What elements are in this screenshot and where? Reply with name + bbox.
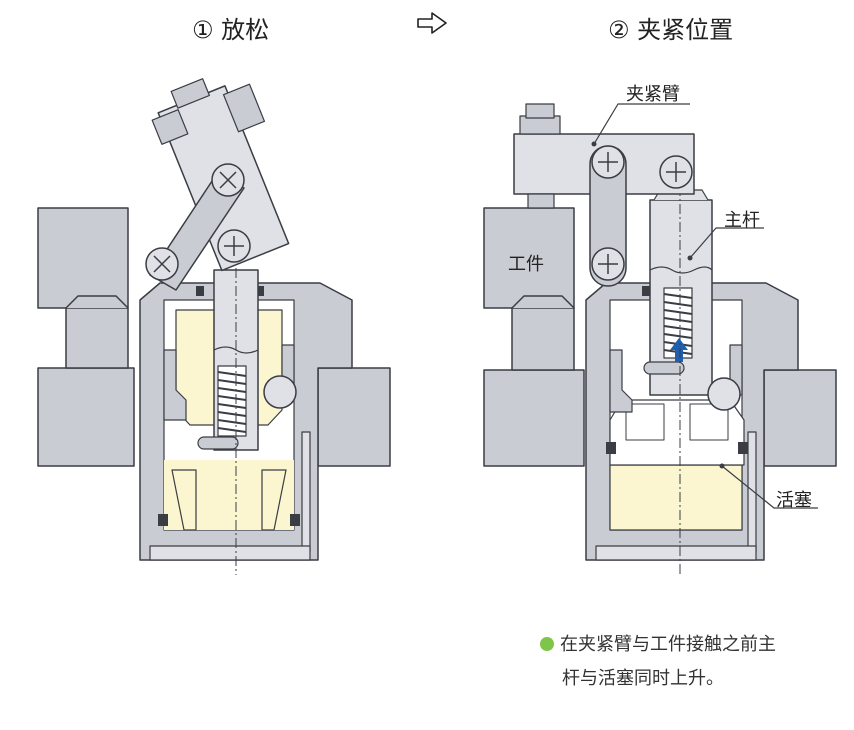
left-release-assembly <box>37 78 391 575</box>
clamp-state-title: ② 夹紧位置 <box>608 16 734 44</box>
note-line-1: 在夹紧臂与工件接触之前主 <box>540 628 776 662</box>
release-state-title: ① 放松 <box>192 16 270 44</box>
up-arrow-icon <box>670 338 688 362</box>
clamp-arm-label: 夹紧臂 <box>626 84 680 105</box>
hollow-right-arrow-icon <box>417 12 447 34</box>
main-rod-label: 主杆 <box>724 210 760 231</box>
green-bullet-icon <box>540 637 554 651</box>
piston-label: 活塞 <box>776 490 812 511</box>
right-clamp-assembly <box>483 103 837 575</box>
note-line-2: 杆与活塞同时上升。 <box>562 668 724 689</box>
explanation-note: 在夹紧臂与工件接触之前主 杆与活塞同时上升。 <box>540 628 776 696</box>
note-line-1-text: 在夹紧臂与工件接触之前主 <box>560 634 776 655</box>
workpiece-label: 工件 <box>508 254 544 275</box>
